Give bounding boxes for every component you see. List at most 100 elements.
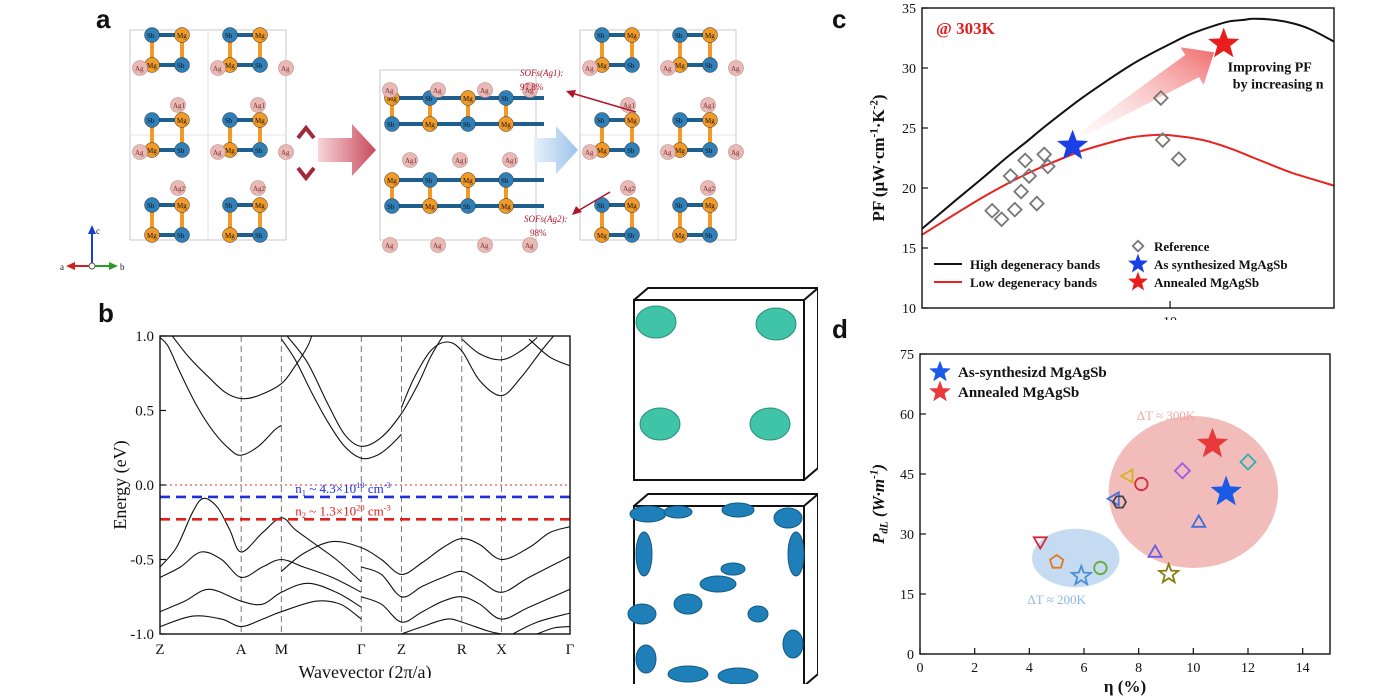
cell-left-ag-a0-label: Ag	[135, 65, 144, 73]
axis-c-label: c	[96, 226, 100, 236]
cell-right-sq-2-1-atom-sb-2-label: Sb	[705, 232, 713, 240]
cell-left-sq-2-0-atom-sb-2	[174, 227, 190, 243]
reference-point-1	[993, 211, 1010, 228]
k-point-label-6: X	[496, 642, 507, 658]
plot-area-c	[922, 17, 1334, 236]
level-label-n1: n1 ~ 4.3×1019 cm-3	[295, 480, 390, 498]
axis-a-label: a	[60, 262, 64, 272]
mid-chain-top-u1-label: Sb	[425, 95, 433, 103]
cell-right-sq-1-0-atom-mg	[624, 112, 640, 128]
cell-left-sq-1-1-atom-sb-label: Sb	[225, 117, 233, 125]
bands	[160, 336, 570, 634]
cell-left-ag-b1-label: Ag2	[173, 185, 186, 193]
mid-chain-bottom-u3-label: Sb	[501, 177, 509, 185]
fermi-pocket-bottom-12	[782, 629, 804, 659]
mid-ag-8-label: Ag	[433, 242, 442, 250]
sof1-value: 97.8%	[520, 82, 544, 92]
fermi-pocket-top-0	[635, 305, 677, 339]
mid-chain-top-u2	[460, 90, 476, 106]
cell-right-sq-0-1-atom-mg	[702, 27, 718, 43]
band-line-2	[280, 338, 402, 460]
mid-ag-6	[502, 152, 518, 168]
band-line-13	[361, 588, 570, 623]
reference-point-7	[1134, 476, 1149, 492]
cell-left-ag-a4	[278, 60, 294, 76]
sof1-pointer-head	[566, 90, 576, 98]
reference-point-9	[1156, 561, 1181, 585]
fermi-pocket-bottom-10	[747, 605, 769, 623]
cell-right-sq-2-0-atom-mg-2	[594, 227, 610, 243]
series-line-0	[922, 17, 1334, 230]
cell-right-sq-2-0-atom-sb-label: Sb	[597, 202, 605, 210]
cell-left-sq-2-0-atom-mg-2	[144, 227, 160, 243]
c-y-tick-label-5: 35	[902, 2, 916, 17]
cell-left-sq-1-1-atom-mg-2-label: Mg	[225, 147, 235, 155]
d-legend-label-0: As-synthesizd MgAgSb	[958, 365, 1107, 381]
reference-point-11	[1154, 132, 1171, 149]
sof2-value: 98%	[530, 228, 547, 238]
mid-ag-10	[522, 237, 538, 253]
fermi-pocket-bottom-2	[721, 502, 755, 518]
panel-label-a: a	[96, 4, 111, 34]
cell-right-sq-0-0-atom-sb-2-label: Sb	[627, 62, 635, 70]
reference-point-9	[1039, 158, 1056, 175]
cell-right-ag-a4	[728, 60, 744, 76]
legend-label-line-0: High degeneracy bands	[970, 257, 1100, 272]
mid-chain-bottom-u0-label: Mg	[387, 177, 397, 185]
band-line-14	[401, 618, 502, 634]
cell-left-sq-0-0-atom-mg-2-label: Mg	[147, 62, 157, 70]
region-label-0: ΔT ≈ 300K	[1137, 408, 1196, 423]
cell-right-ag-b4-label: Ag	[731, 149, 740, 157]
mid-ag-10-label: Ag	[525, 242, 534, 250]
mid-ag-5	[452, 152, 468, 168]
cell-right-sq-0-0-atom-mg	[624, 27, 640, 43]
axis-c-arrow	[88, 225, 96, 234]
c-y-tick-label-1: 15	[902, 242, 916, 257]
plot-frame-d	[919, 353, 1331, 655]
cell-left-ag-b3	[250, 180, 266, 196]
band-line-16	[537, 626, 570, 634]
y-tick-label-0: 1.0	[135, 329, 154, 345]
chevron-up-icon	[296, 124, 316, 140]
region-label-1: ΔT ≈ 200K	[1027, 592, 1086, 607]
cell-right-sq-0-0-atom-mg-2-label: Mg	[597, 62, 607, 70]
cell-left-sq-2-0-atom-mg	[174, 197, 190, 213]
cell-right-ag-a4-label: Ag	[731, 65, 740, 73]
k-point-label-7: Γ	[566, 642, 575, 658]
fermi-pocket-bottom-6	[627, 603, 657, 625]
cell-right-sq-2-1-atom-mg-label: Mg	[705, 202, 715, 210]
fermi-pocket-bottom-1	[663, 505, 693, 519]
chevron-down-icon	[296, 166, 316, 182]
cell-right-sq-0-1-atom-mg-2-label: Mg	[675, 62, 685, 70]
reference-point-0	[984, 202, 1001, 219]
mid-chain-bottom-u1	[422, 172, 438, 188]
cell-right-ag-b2	[660, 144, 676, 160]
fermi-box-top-back	[633, 287, 818, 481]
cell-left-sq-2-1-atom-mg	[252, 197, 268, 213]
fermi-pocket-bottom-3	[773, 507, 803, 529]
fermi-pocket-bottom-5	[787, 531, 805, 577]
cell-left-ag-b0-label: Ag	[135, 149, 144, 157]
cell-left-sq-0-0-atom-sb-2-label: Sb	[177, 62, 185, 70]
mid-chain-top-l1-label: Mg	[425, 121, 435, 129]
pf-vs-n-chart: 10152025303510n (cm-3)PF (μW·cm-1·K-2)@ …	[869, 2, 1335, 320]
series-marker-4-0	[1208, 27, 1240, 58]
d-x-tick-label-2: 4	[1026, 661, 1033, 676]
mid-chain-top-l3	[498, 116, 514, 132]
d-x-tick-label-5: 10	[1186, 661, 1200, 676]
d-x-tick-label-4: 8	[1135, 661, 1142, 676]
fermi-pocket-top-1	[755, 307, 797, 341]
y-tick-label-1: 0.5	[135, 404, 154, 420]
legend-label-line-1: Low degeneracy bands	[970, 275, 1097, 290]
cell-left-ag-b2-label: Ag	[213, 149, 222, 157]
cell-right-sq-1-0-atom-sb-label: Sb	[597, 117, 605, 125]
fermi-pocket-bottom-14	[717, 667, 759, 684]
mid-chain-top-u3-label: Sb	[501, 95, 509, 103]
fermi-box-top-edge	[803, 287, 818, 301]
d-y-tick-label-0: 0	[907, 648, 914, 663]
reference-point-10	[1173, 462, 1192, 480]
mid-ag-1-label: Ag	[433, 87, 442, 95]
cell-left-sq-0-0-atom-mg	[174, 27, 190, 43]
